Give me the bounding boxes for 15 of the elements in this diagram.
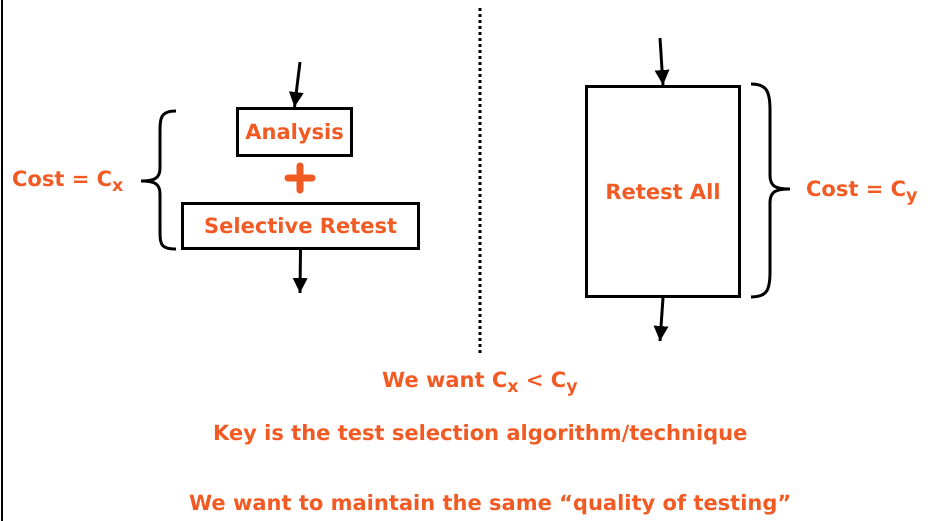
- arrow: [654, 298, 669, 342]
- note-text: We want to maintain the same “quality of testing”: [189, 490, 792, 516]
- box-label: Analysis: [245, 120, 344, 144]
- comparison-text: We want C$_{x}$ < C$_{y}$: [382, 367, 578, 400]
- process-box: [181, 202, 420, 250]
- cost-label: Cost = C$_{x}$: [12, 166, 124, 198]
- process-box: [236, 107, 353, 157]
- process-box: [585, 85, 741, 298]
- arrow: [288, 62, 304, 108]
- box-label: Selective Retest: [204, 214, 397, 238]
- cost-label: Cost = C$_{y}$: [806, 176, 918, 208]
- arrow: [292, 250, 308, 294]
- box-label: Retest All: [605, 180, 721, 204]
- note-text: Key is the test selection algorithm/technique: [213, 420, 748, 446]
- arrow: [654, 38, 670, 86]
